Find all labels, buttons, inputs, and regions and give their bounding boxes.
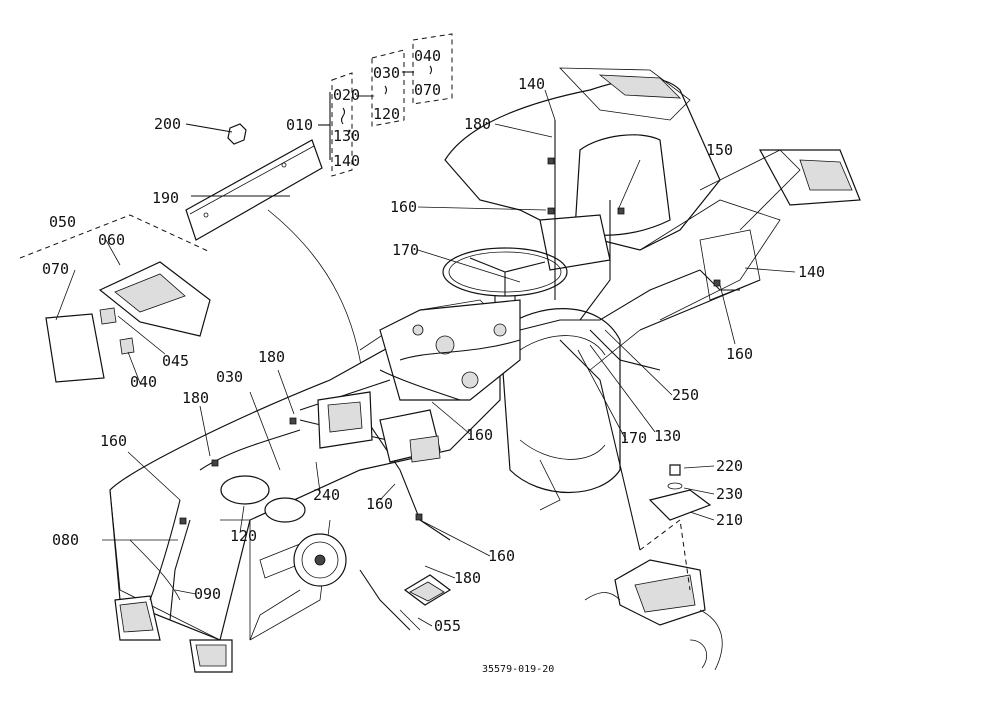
tilde-mark: · bbox=[345, 122, 354, 140]
callout-040-left: 040 bbox=[130, 373, 157, 391]
callout-050: 050 bbox=[49, 213, 76, 231]
callout-040: 040 bbox=[414, 47, 441, 65]
callout-160-seat: 160 bbox=[390, 198, 417, 216]
callout-220: 220 bbox=[716, 457, 743, 475]
assembly-bracket-group: · bbox=[318, 33, 453, 177]
callout-070-left: 070 bbox=[42, 260, 69, 278]
callout-160-left: 160 bbox=[100, 432, 127, 450]
callout-160-center: 160 bbox=[466, 426, 493, 444]
callout-020: 020 bbox=[333, 86, 360, 104]
callout-010: 010 bbox=[286, 116, 313, 134]
callout-140-top: 140 bbox=[518, 75, 545, 93]
callout-200: 200 bbox=[154, 115, 181, 133]
dashboard-harness bbox=[19, 120, 761, 671]
callout-labels: 200 190 010 020 130 140 030 120 040 070 … bbox=[42, 47, 825, 635]
callout-130-right: 130 bbox=[654, 427, 681, 445]
callout-160-right: 160 bbox=[726, 345, 753, 363]
drawing-number: 35579-019-20 bbox=[482, 664, 554, 675]
callout-180-left: 180 bbox=[182, 389, 209, 407]
callout-180-bottom: 180 bbox=[454, 569, 481, 587]
callout-090: 090 bbox=[194, 585, 221, 603]
callout-070: 070 bbox=[414, 81, 441, 99]
callout-210: 210 bbox=[716, 511, 743, 529]
callout-080: 080 bbox=[52, 531, 79, 549]
callout-130: 130 bbox=[333, 127, 360, 145]
callout-140: 140 bbox=[333, 152, 360, 170]
callout-240: 240 bbox=[313, 486, 340, 504]
callout-160-lower: 160 bbox=[366, 495, 393, 513]
callout-120-left: 120 bbox=[230, 527, 257, 545]
callout-leaders bbox=[55, 89, 796, 627]
callout-045: 045 bbox=[162, 352, 189, 370]
callout-190: 190 bbox=[152, 189, 179, 207]
callout-180-mid: 180 bbox=[258, 348, 285, 366]
callout-230: 230 bbox=[716, 485, 743, 503]
callout-180-top: 180 bbox=[464, 115, 491, 133]
callout-030-left: 030 bbox=[216, 368, 243, 386]
callout-120: 120 bbox=[373, 105, 400, 123]
callout-170-wheel: 170 bbox=[392, 241, 419, 259]
callout-250: 250 bbox=[672, 386, 699, 404]
callout-170-right: 170 bbox=[620, 429, 647, 447]
callout-060: 060 bbox=[98, 231, 125, 249]
callout-140-right: 140 bbox=[798, 263, 825, 281]
callout-055: 055 bbox=[434, 617, 461, 635]
callout-030: 030 bbox=[373, 64, 400, 82]
mounting-plate-190 bbox=[185, 123, 366, 401]
callout-160-bottom: 160 bbox=[488, 547, 515, 565]
callout-150: 150 bbox=[706, 141, 733, 159]
rear-fender-seat bbox=[444, 67, 861, 511]
